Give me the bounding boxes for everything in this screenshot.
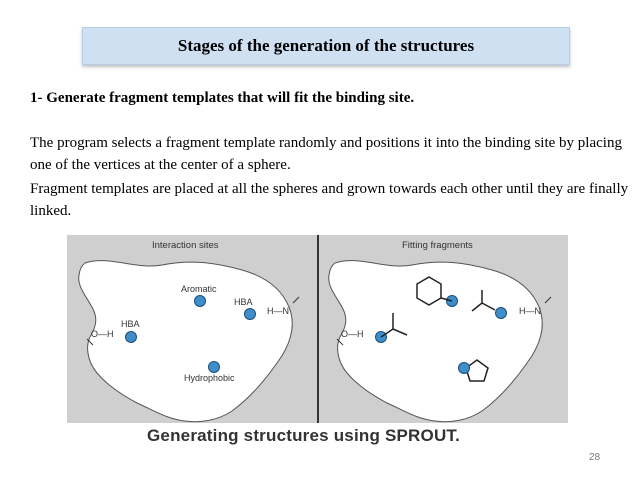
page-number: 28	[589, 452, 601, 463]
label-hba-right: HBA	[234, 297, 253, 307]
bond-nh-left	[292, 296, 300, 304]
label-oh-left: O—H	[91, 329, 114, 339]
bond-oh-left	[86, 338, 94, 346]
slide-title: Stages of the generation of the structur…	[177, 36, 475, 55]
left-binding-pocket	[78, 260, 293, 423]
sphere-hydrophobic	[208, 361, 220, 373]
fragment-hexagon-bond	[440, 297, 453, 302]
bond-nh-right	[544, 296, 552, 304]
label-aromatic: Aromatic	[181, 284, 217, 294]
paragraph-2: Fragment templates are placed at all the…	[30, 181, 629, 219]
right-panel-title: Fitting fragments	[402, 240, 473, 251]
fragment-left-1	[380, 328, 394, 338]
fragment-hexagon	[416, 276, 442, 306]
sphere-hba-right	[244, 308, 256, 320]
bond-oh-right	[336, 338, 344, 346]
label-nh-right: H—N	[519, 306, 541, 316]
fragment-left-3	[392, 328, 408, 336]
sprout-figure: Interaction sites Fitting fragments Arom…	[67, 235, 568, 423]
title-banner: Stages of the generation of the structur…	[82, 27, 570, 65]
label-nh-left: H—N	[267, 306, 289, 316]
section-heading: 1- Generate fragment templates that will…	[30, 90, 415, 106]
sphere-hba-right-panel	[495, 307, 507, 319]
figure-caption: Generating structures using SPROUT.	[147, 426, 461, 445]
sphere-aromatic	[194, 295, 206, 307]
paragraph-1: The program selects a fragment template …	[30, 135, 622, 173]
fragment-branch-2	[471, 302, 483, 312]
right-binding-pocket	[328, 260, 543, 423]
label-hba-left: HBA	[121, 319, 140, 329]
fragment-branch-3	[481, 302, 496, 311]
sprout-diagram: Interaction sites Fitting fragments Arom…	[67, 235, 568, 423]
sphere-hydrophobic-right	[458, 362, 470, 374]
label-hydrophobic: Hydrophobic	[184, 373, 235, 383]
label-oh-right: O—H	[341, 329, 364, 339]
left-panel-title: Interaction sites	[152, 240, 219, 251]
sphere-hba-left	[125, 331, 137, 343]
